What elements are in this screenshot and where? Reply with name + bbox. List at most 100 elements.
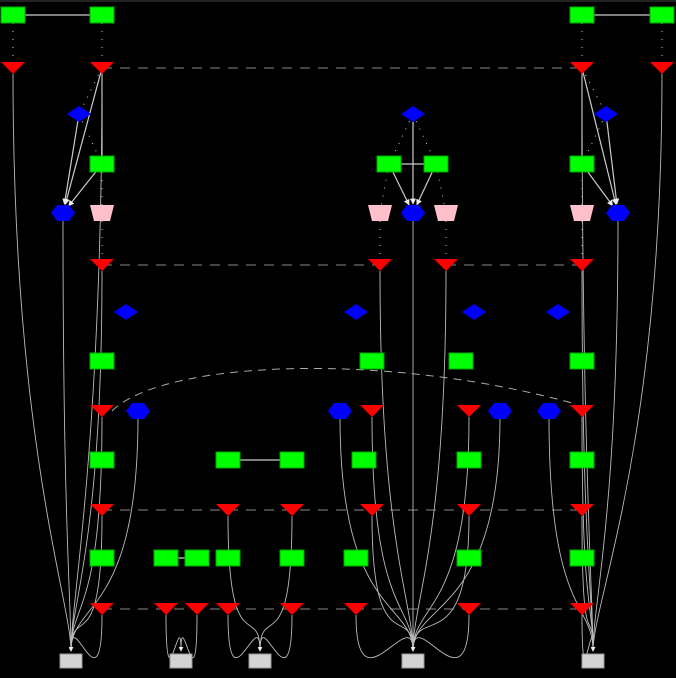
diamond-node-d1 — [67, 106, 91, 122]
edge-t15-s3 — [257, 515, 293, 652]
triangle-node-t25 — [457, 603, 481, 615]
rect-node-r13 — [89, 451, 115, 469]
rect-node-r19 — [89, 549, 115, 567]
edge-t3-d3 — [581, 67, 607, 115]
triangle-node-t23 — [280, 603, 304, 615]
triangle-node-t7 — [434, 259, 458, 271]
rect-node-r4 — [649, 6, 675, 24]
diamond-node-d6 — [462, 304, 486, 320]
rect-node-r23 — [279, 549, 305, 567]
diamond-node-d3 — [594, 106, 618, 122]
triangle-node-t22 — [216, 603, 240, 615]
sink-node-s3 — [248, 653, 272, 669]
edge-t13-s1 — [68, 515, 103, 652]
rect-node-r26 — [569, 549, 595, 567]
triangle-node-t1 — [1, 62, 25, 74]
edge-t19-s1 — [68, 614, 103, 658]
edge-t11-s4 — [410, 416, 470, 652]
diamond-node-d5 — [344, 304, 368, 320]
trapezium-node-p1 — [90, 205, 114, 221]
triangle-node-t17 — [457, 504, 481, 516]
diamond-node-d7 — [546, 304, 570, 320]
edge-t23-s3 — [257, 614, 293, 658]
trapezium-node-p2 — [368, 205, 392, 221]
rect-node-r24 — [343, 549, 369, 567]
rect-node-r7 — [423, 155, 449, 173]
edge-t9-s1 — [68, 416, 103, 652]
rect-node-r2 — [89, 6, 115, 24]
triangle-node-t15 — [280, 504, 304, 516]
diamond-node-d2 — [401, 106, 425, 122]
edge-t10-s4 — [371, 416, 416, 652]
rect-node-r16 — [351, 451, 377, 469]
hexagon-node-h4 — [126, 403, 150, 419]
triangle-node-t2 — [90, 62, 114, 74]
rect-node-r6 — [376, 155, 402, 173]
triangle-node-t26 — [570, 603, 594, 615]
rect-node-r22 — [215, 549, 241, 567]
edge-t22-s3 — [227, 614, 263, 658]
hexagon-node-h2 — [401, 205, 425, 221]
triangle-node-t12 — [570, 405, 594, 417]
rect-node-r20 — [153, 549, 179, 567]
rect-node-r21 — [184, 549, 210, 567]
edge-h5-s4 — [339, 416, 416, 652]
edge-t20-s2 — [165, 614, 184, 658]
triangle-node-t11 — [457, 405, 481, 417]
edge-h3-s5 — [590, 218, 619, 652]
hexagon-node-h5 — [328, 403, 352, 419]
sink-node-s4 — [401, 653, 425, 669]
sink-node-s2 — [169, 653, 193, 669]
hexagon-node-h1 — [51, 205, 75, 221]
triangle-node-t10 — [360, 405, 384, 417]
triangle-node-t16 — [360, 504, 384, 516]
rect-node-r8 — [569, 155, 595, 173]
edge-t4-s5 — [590, 73, 663, 652]
edge-t6-s4 — [379, 270, 416, 652]
edge-t2-d1 — [78, 67, 103, 115]
edge-t24-s4 — [355, 614, 416, 658]
edge-d1-h1 — [62, 113, 80, 205]
edge-t7-s4 — [410, 270, 447, 652]
triangle-node-t20 — [154, 603, 178, 615]
triangle-node-t18 — [570, 504, 594, 516]
edge-h1-s1 — [62, 218, 74, 652]
triangle-node-t19 — [90, 603, 114, 615]
rect-node-r3 — [569, 6, 595, 24]
rect-node-r11 — [448, 352, 474, 370]
triangle-node-t3 — [570, 62, 594, 74]
rect-node-r17 — [456, 451, 482, 469]
hexagon-node-h3 — [606, 205, 630, 221]
edge-t2-h1 — [63, 67, 103, 205]
edge-t21-s2 — [178, 614, 198, 658]
triangle-node-t4 — [650, 62, 674, 74]
edge-t9-t12 — [111, 368, 573, 412]
triangle-node-t5 — [90, 259, 114, 271]
edge-t1-s1 — [12, 73, 74, 652]
sink-node-s1 — [59, 653, 83, 669]
rect-node-r15 — [279, 451, 305, 469]
hexagon-node-h7 — [537, 403, 561, 419]
edge-h4-s1 — [68, 416, 139, 652]
diamond-node-d4 — [114, 304, 138, 320]
rect-node-r25 — [456, 549, 482, 567]
nodes-layer — [0, 6, 675, 669]
rect-node-r5 — [89, 155, 115, 173]
rect-node-r1 — [0, 6, 26, 24]
triangle-node-t6 — [368, 259, 392, 271]
triangle-node-t14 — [216, 504, 240, 516]
hexagon-node-h6 — [488, 403, 512, 419]
edge-t25-s4 — [410, 614, 470, 658]
rect-node-r10 — [359, 352, 385, 370]
edge-t3-h3 — [581, 67, 618, 205]
rect-node-r14 — [215, 451, 241, 469]
triangle-node-t13 — [90, 504, 114, 516]
triangle-node-t9 — [90, 405, 114, 417]
rect-node-r12 — [569, 352, 595, 370]
trapezium-node-p4 — [570, 205, 594, 221]
sink-node-s5 — [581, 653, 605, 669]
rect-node-r18 — [569, 451, 595, 469]
edge-h7-s5 — [548, 416, 596, 652]
triangle-node-t24 — [344, 603, 368, 615]
